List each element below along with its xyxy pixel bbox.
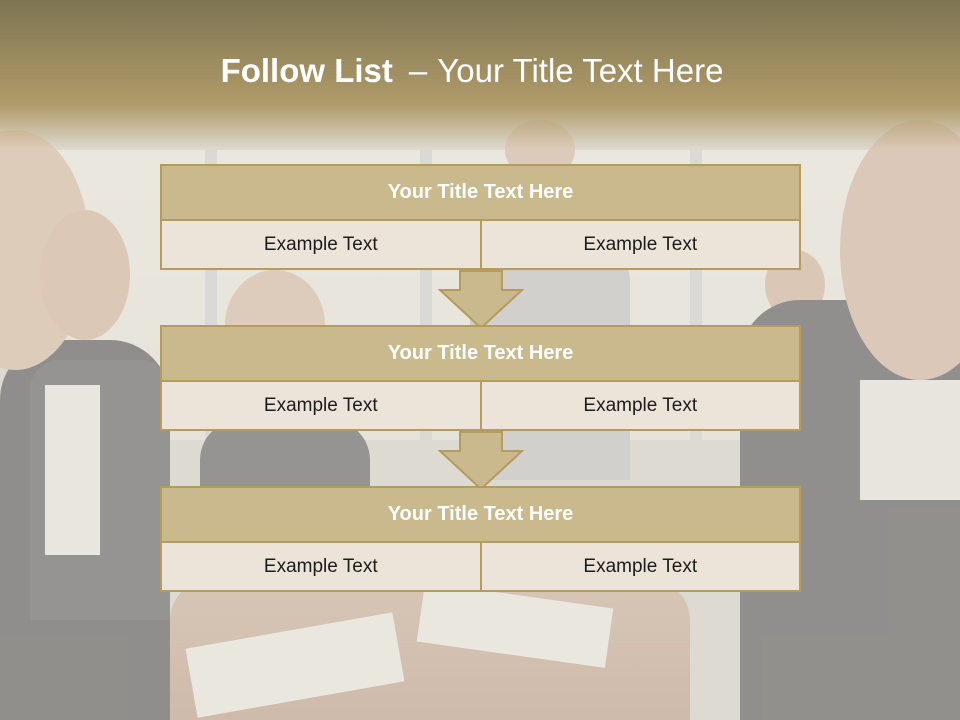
step-right-text: Example Text [479,382,799,429]
follow-list-step-2: Your Title Text Here Example Text Exampl… [160,325,801,431]
step-row: Example Text Example Text [160,382,801,431]
down-arrow-icon [438,431,524,491]
step-title: Your Title Text Here [160,486,801,543]
step-row: Example Text Example Text [160,221,801,270]
step-right-text: Example Text [479,221,799,268]
follow-list-step-1: Your Title Text Here Example Text Exampl… [160,164,801,270]
step-right-text: Example Text [479,543,799,590]
slide-title-dash: – [408,52,428,89]
step-row: Example Text Example Text [160,543,801,592]
down-arrow-icon [438,270,524,330]
step-left-text: Example Text [162,382,480,429]
step-left-text: Example Text [162,543,480,590]
step-left-text: Example Text [162,221,480,268]
follow-list-step-3: Your Title Text Here Example Text Exampl… [160,486,801,592]
step-title: Your Title Text Here [160,325,801,382]
slide-title-rest: Your Title Text Here [437,52,724,89]
title-band [0,0,960,150]
slide-title: Follow List–Your Title Text Here [0,52,944,90]
slide-title-bold: Follow List [220,52,393,89]
step-title: Your Title Text Here [160,164,801,221]
